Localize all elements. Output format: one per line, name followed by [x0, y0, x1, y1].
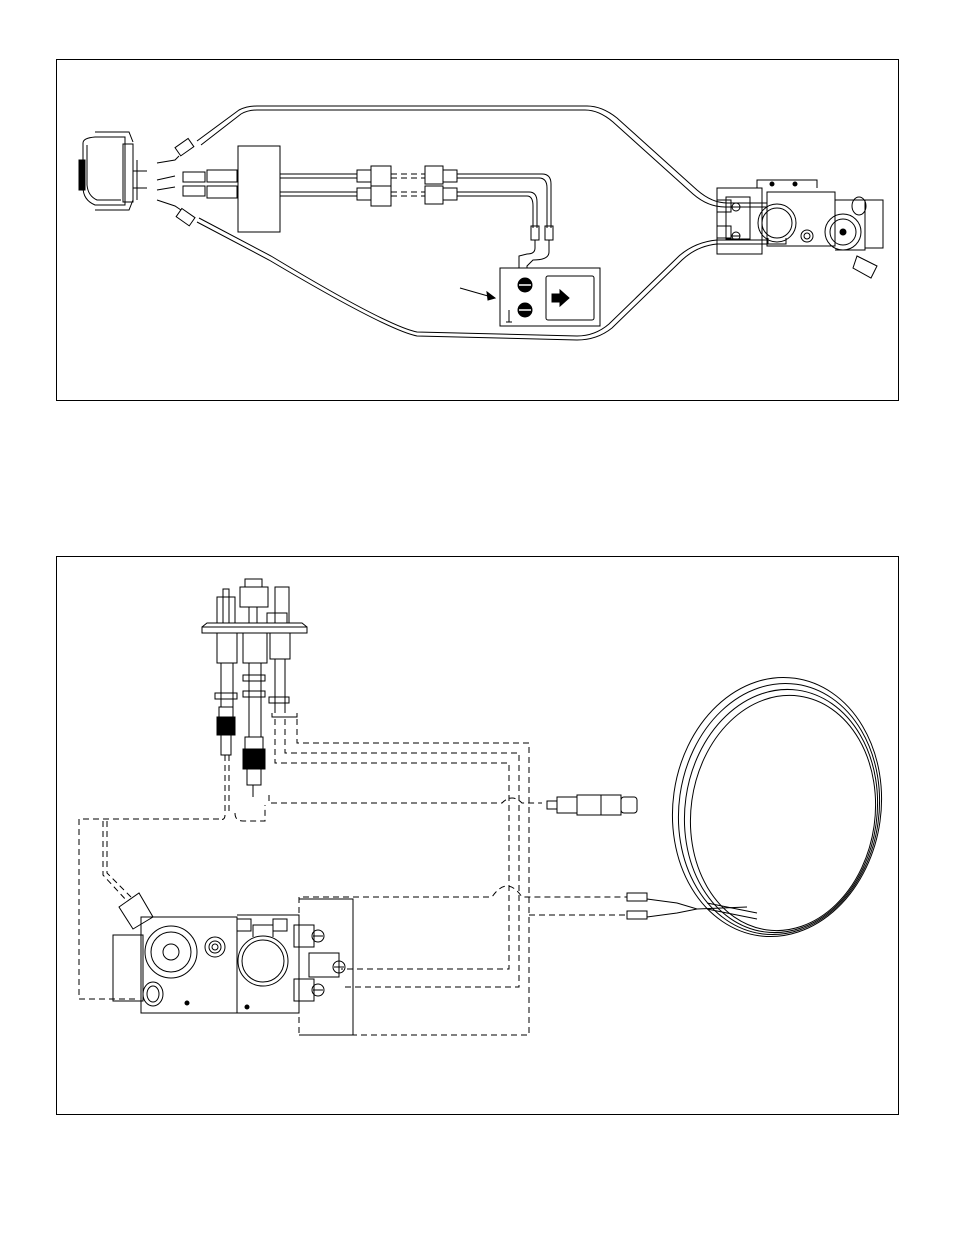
pointer-arrow [460, 288, 495, 300]
wiring-diagram-2 [57, 557, 900, 1116]
battery-terminal-left [531, 226, 539, 240]
inline-connector-upper-left [357, 166, 391, 186]
battery-pack [500, 268, 600, 326]
connector-mid-1 [183, 172, 205, 182]
harness-wire-bottom-b [199, 218, 767, 336]
harness-mid-wires [237, 174, 357, 192]
battery-terminal-right [545, 226, 553, 240]
harness-wire-top-a [197, 106, 767, 203]
gas-valve [717, 180, 883, 278]
arrow-right-icon [552, 290, 569, 306]
inline-connector-lower-right [425, 186, 457, 204]
connector-mid-3 [207, 170, 237, 182]
piezo-igniter [547, 795, 637, 815]
connector-mid-2 [183, 186, 205, 196]
gas-valve [113, 893, 353, 1035]
pilot-assembly [202, 579, 307, 797]
wire-harness-block [238, 146, 280, 232]
figure-wiring-battery-switch [56, 59, 899, 401]
coiled-thermopile-wire [627, 664, 898, 950]
inline-connector-upper-right [425, 166, 457, 184]
wiring-diagram-1 [57, 60, 900, 402]
connector-mid-4 [207, 186, 237, 198]
harness-wire-bottom-a [197, 222, 767, 340]
inline-connector-lower-left [357, 186, 391, 206]
rocker-switch [79, 132, 147, 210]
connector-top [175, 138, 194, 155]
figure-wiring-pilot-thermopile [56, 556, 899, 1115]
connector-bottom [176, 208, 195, 225]
switch-wires [157, 156, 181, 210]
